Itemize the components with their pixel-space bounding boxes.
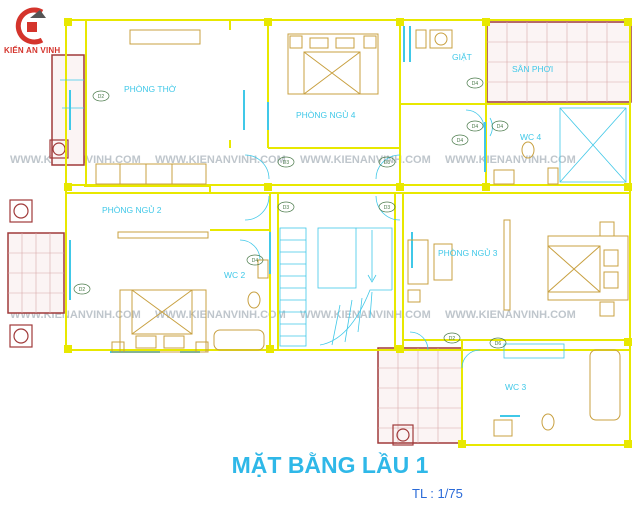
door-tag: D3 <box>384 160 391 166</box>
room-labels: PHÒNG THỜ PHÒNG NGỦ 4 PHÒNG NGỦ 2 PHÒNG … <box>102 52 553 392</box>
door-tag: D3 <box>283 205 290 211</box>
watermark-layer: WWW.KIENANVINH.COM WWW.KIENANVINH.COM WW… <box>10 154 576 321</box>
door-tag: D4 <box>252 258 259 264</box>
drawing-title: MẶT BẰNG LẦU 1 <box>231 452 429 478</box>
watermark-text: WWW.KIENANVINH.COM <box>155 154 286 166</box>
brand-name: KIẾN AN VINH <box>4 46 61 55</box>
watermark-text: WWW.KIENANVINH.COM <box>300 309 431 321</box>
staircase <box>279 227 393 347</box>
door-tag: D4 <box>497 124 504 130</box>
door-tag: D3 <box>283 160 290 166</box>
room-label-phong-ngu-2: PHÒNG NGỦ 2 <box>102 204 162 215</box>
door-tag: D6 <box>495 341 502 347</box>
door-tag: D2 <box>79 287 86 293</box>
watermark-text: WWW.KIENANVINH.COM <box>155 309 286 321</box>
room-label-wc3: WC 3 <box>505 382 527 392</box>
watermark-text: WWW.KIENANVINH.COM <box>445 154 576 166</box>
door-tag: D3 <box>384 205 391 211</box>
room-label-giat: GIẶT <box>452 52 472 62</box>
brand-logo <box>15 7 46 45</box>
watermark-text: WWW.KIENANVINH.COM <box>300 154 431 166</box>
door-tag: D2 <box>98 94 105 100</box>
balcony-bottom <box>377 347 463 444</box>
room-label-wc4: WC 4 <box>520 132 542 142</box>
room-label-phong-ngu-4: PHÒNG NGỦ 4 <box>296 109 356 120</box>
door-tag: D4 <box>472 124 479 130</box>
room-label-phong-tho: PHÒNG THỜ <box>124 84 177 94</box>
room-label-san-phoi: SÂN PHƠI <box>512 64 553 74</box>
door-tag: D4 <box>472 81 479 87</box>
room-label-phong-ngu-3: PHÒNG NGỦ 3 <box>438 247 498 258</box>
door-tag: D4 <box>457 138 464 144</box>
drawing-scale: TL : 1/75 <box>412 486 463 501</box>
door-tag: D2 <box>449 336 456 342</box>
room-label-wc2: WC 2 <box>224 270 246 280</box>
watermark-text: WWW.KIENANVINH.COM <box>445 309 576 321</box>
